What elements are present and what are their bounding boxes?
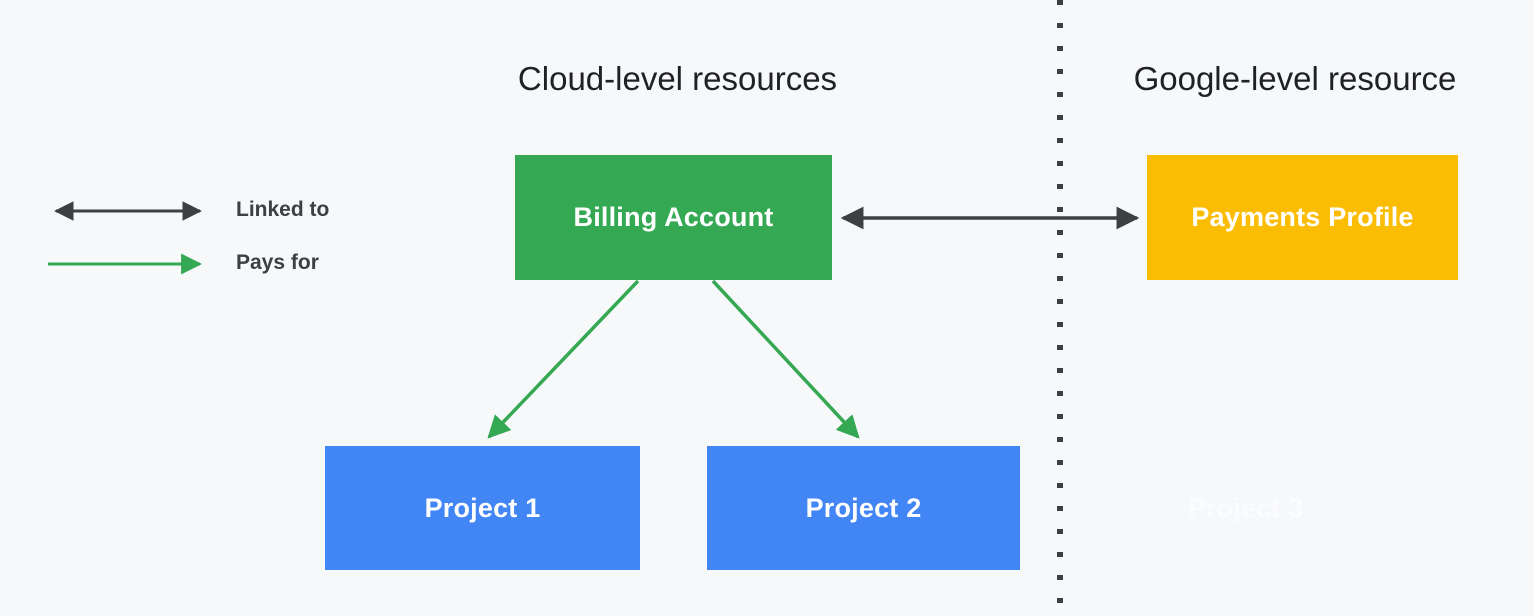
node-project-2-label: Project 2	[805, 492, 922, 523]
node-project-2[interactable]: Project 2	[707, 446, 1020, 570]
edge-billing-to-project-2	[711, 279, 860, 439]
cloud-level-column-title: Cloud-level resources	[517, 60, 838, 97]
node-project-3-label: Project 3	[1187, 492, 1304, 523]
edge-billing-to-project-1	[487, 279, 640, 439]
node-project-1-label: Project 1	[424, 492, 541, 523]
node-project-1[interactable]: Project 1	[325, 446, 640, 570]
node-billing-account-label: Billing Account	[573, 202, 774, 232]
node-billing-account[interactable]: Billing Account	[515, 155, 832, 280]
legend-label-pays-for: Pays for	[236, 251, 319, 274]
node-payments-profile[interactable]: Payments Profile	[1147, 155, 1458, 280]
node-project-3[interactable]: Project 3	[1090, 446, 1401, 570]
legend-label-linked-to: Linked to	[236, 198, 330, 221]
node-payments-profile-label: Payments Profile	[1191, 202, 1414, 232]
google-level-column-title: Google-level resource	[1133, 60, 1457, 97]
